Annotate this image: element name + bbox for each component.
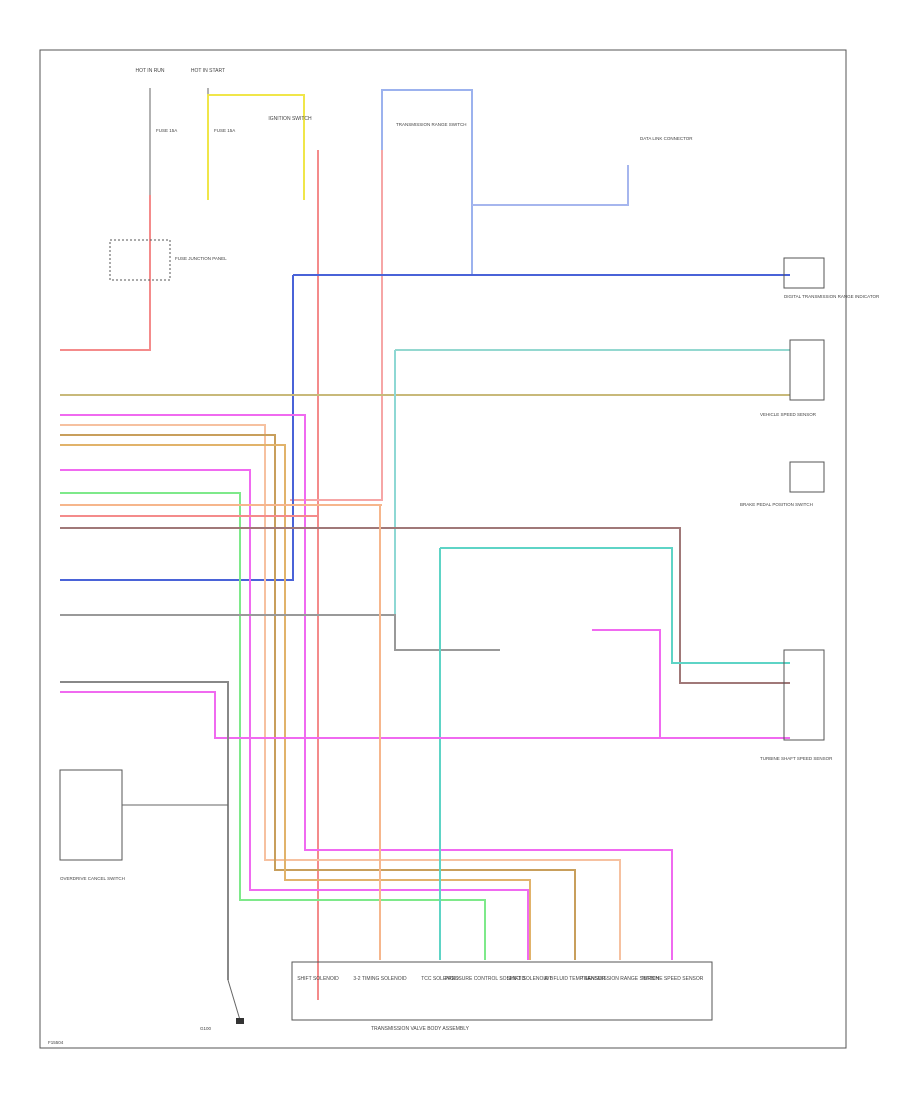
brake-switch-label: BRAKE PEDAL POSITION SWITCH: [740, 502, 813, 507]
data-link-connector: DATA LINK CONNECTOR: [472, 136, 693, 206]
turbine-sensor-label: TURBINE SHAFT SPEED SENSOR: [760, 756, 833, 761]
tr-switch-label: TRANSMISSION RANGE SWITCH: [396, 122, 467, 127]
ground: G100: [200, 979, 244, 1031]
pin-label: TCC SOLENOID: [421, 976, 459, 982]
fuse-panel-label: FUSE JUNCTION PANEL: [175, 256, 227, 261]
transmission-range-switch: TRANSMISSION RANGE SWITCH: [290, 89, 473, 501]
pin-label: SHIFT SOLENOID: [297, 976, 339, 982]
module-pin-labels: SHIFT SOLENOID 3-2 TIMING SOLENOID TCC S…: [297, 976, 704, 982]
figure-id: F15504: [48, 1040, 64, 1045]
power-feed: HOT IN RUN HOT IN START FUSE 15A FUSE 15…: [135, 68, 235, 200]
odometer-label: DIGITAL TRANSMISSION RANGE INDICATOR: [784, 294, 880, 299]
speed-sensor-label: VEHICLE SPEED SENSOR: [760, 412, 817, 417]
hot-in-run-label: HOT IN RUN: [135, 68, 164, 74]
data-link-label: DATA LINK CONNECTOR: [640, 136, 693, 141]
pin-label: SHIFT SOLENOID B: [507, 976, 554, 982]
hot-in-start-label: HOT IN START: [191, 68, 225, 74]
right-components: DIGITAL TRANSMISSION RANGE INDICATOR VEH…: [740, 257, 880, 761]
od-switch-label: OVERDRIVE CANCEL SWITCH: [60, 876, 125, 881]
valve-body-module: TRANSMISSION VALVE BODY ASSEMBLY SHIFT S…: [291, 961, 713, 1032]
pin-label: TRANSMISSION RANGE SWITCH: [581, 976, 660, 982]
fuse-label-2: FUSE 15A: [214, 128, 235, 133]
ground-label: G100: [200, 1026, 212, 1031]
ignition-switch-label: IGNITION SWITCH: [268, 116, 312, 122]
diagram-frame: [39, 49, 847, 1049]
bus-wires: [60, 274, 790, 980]
ignition-switch: IGNITION SWITCH: [207, 94, 319, 1000]
module-title: TRANSMISSION VALVE BODY ASSEMBLY: [371, 1026, 470, 1032]
pin-label: PRESSURE CONTROL SOLENOID: [445, 976, 526, 982]
pin-label: TURBINE SPEED SENSOR: [641, 976, 704, 982]
pin-label: 3-2 TIMING SOLENOID: [353, 976, 407, 982]
od-cancel-switch: OVERDRIVE CANCEL SWITCH: [59, 769, 228, 881]
left-fuse-and-relay: FUSE JUNCTION PANEL: [60, 195, 227, 351]
fuse-label: FUSE 15A: [156, 128, 177, 133]
pin-label: A/T FLUID TEMP SENSOR: [544, 976, 606, 982]
